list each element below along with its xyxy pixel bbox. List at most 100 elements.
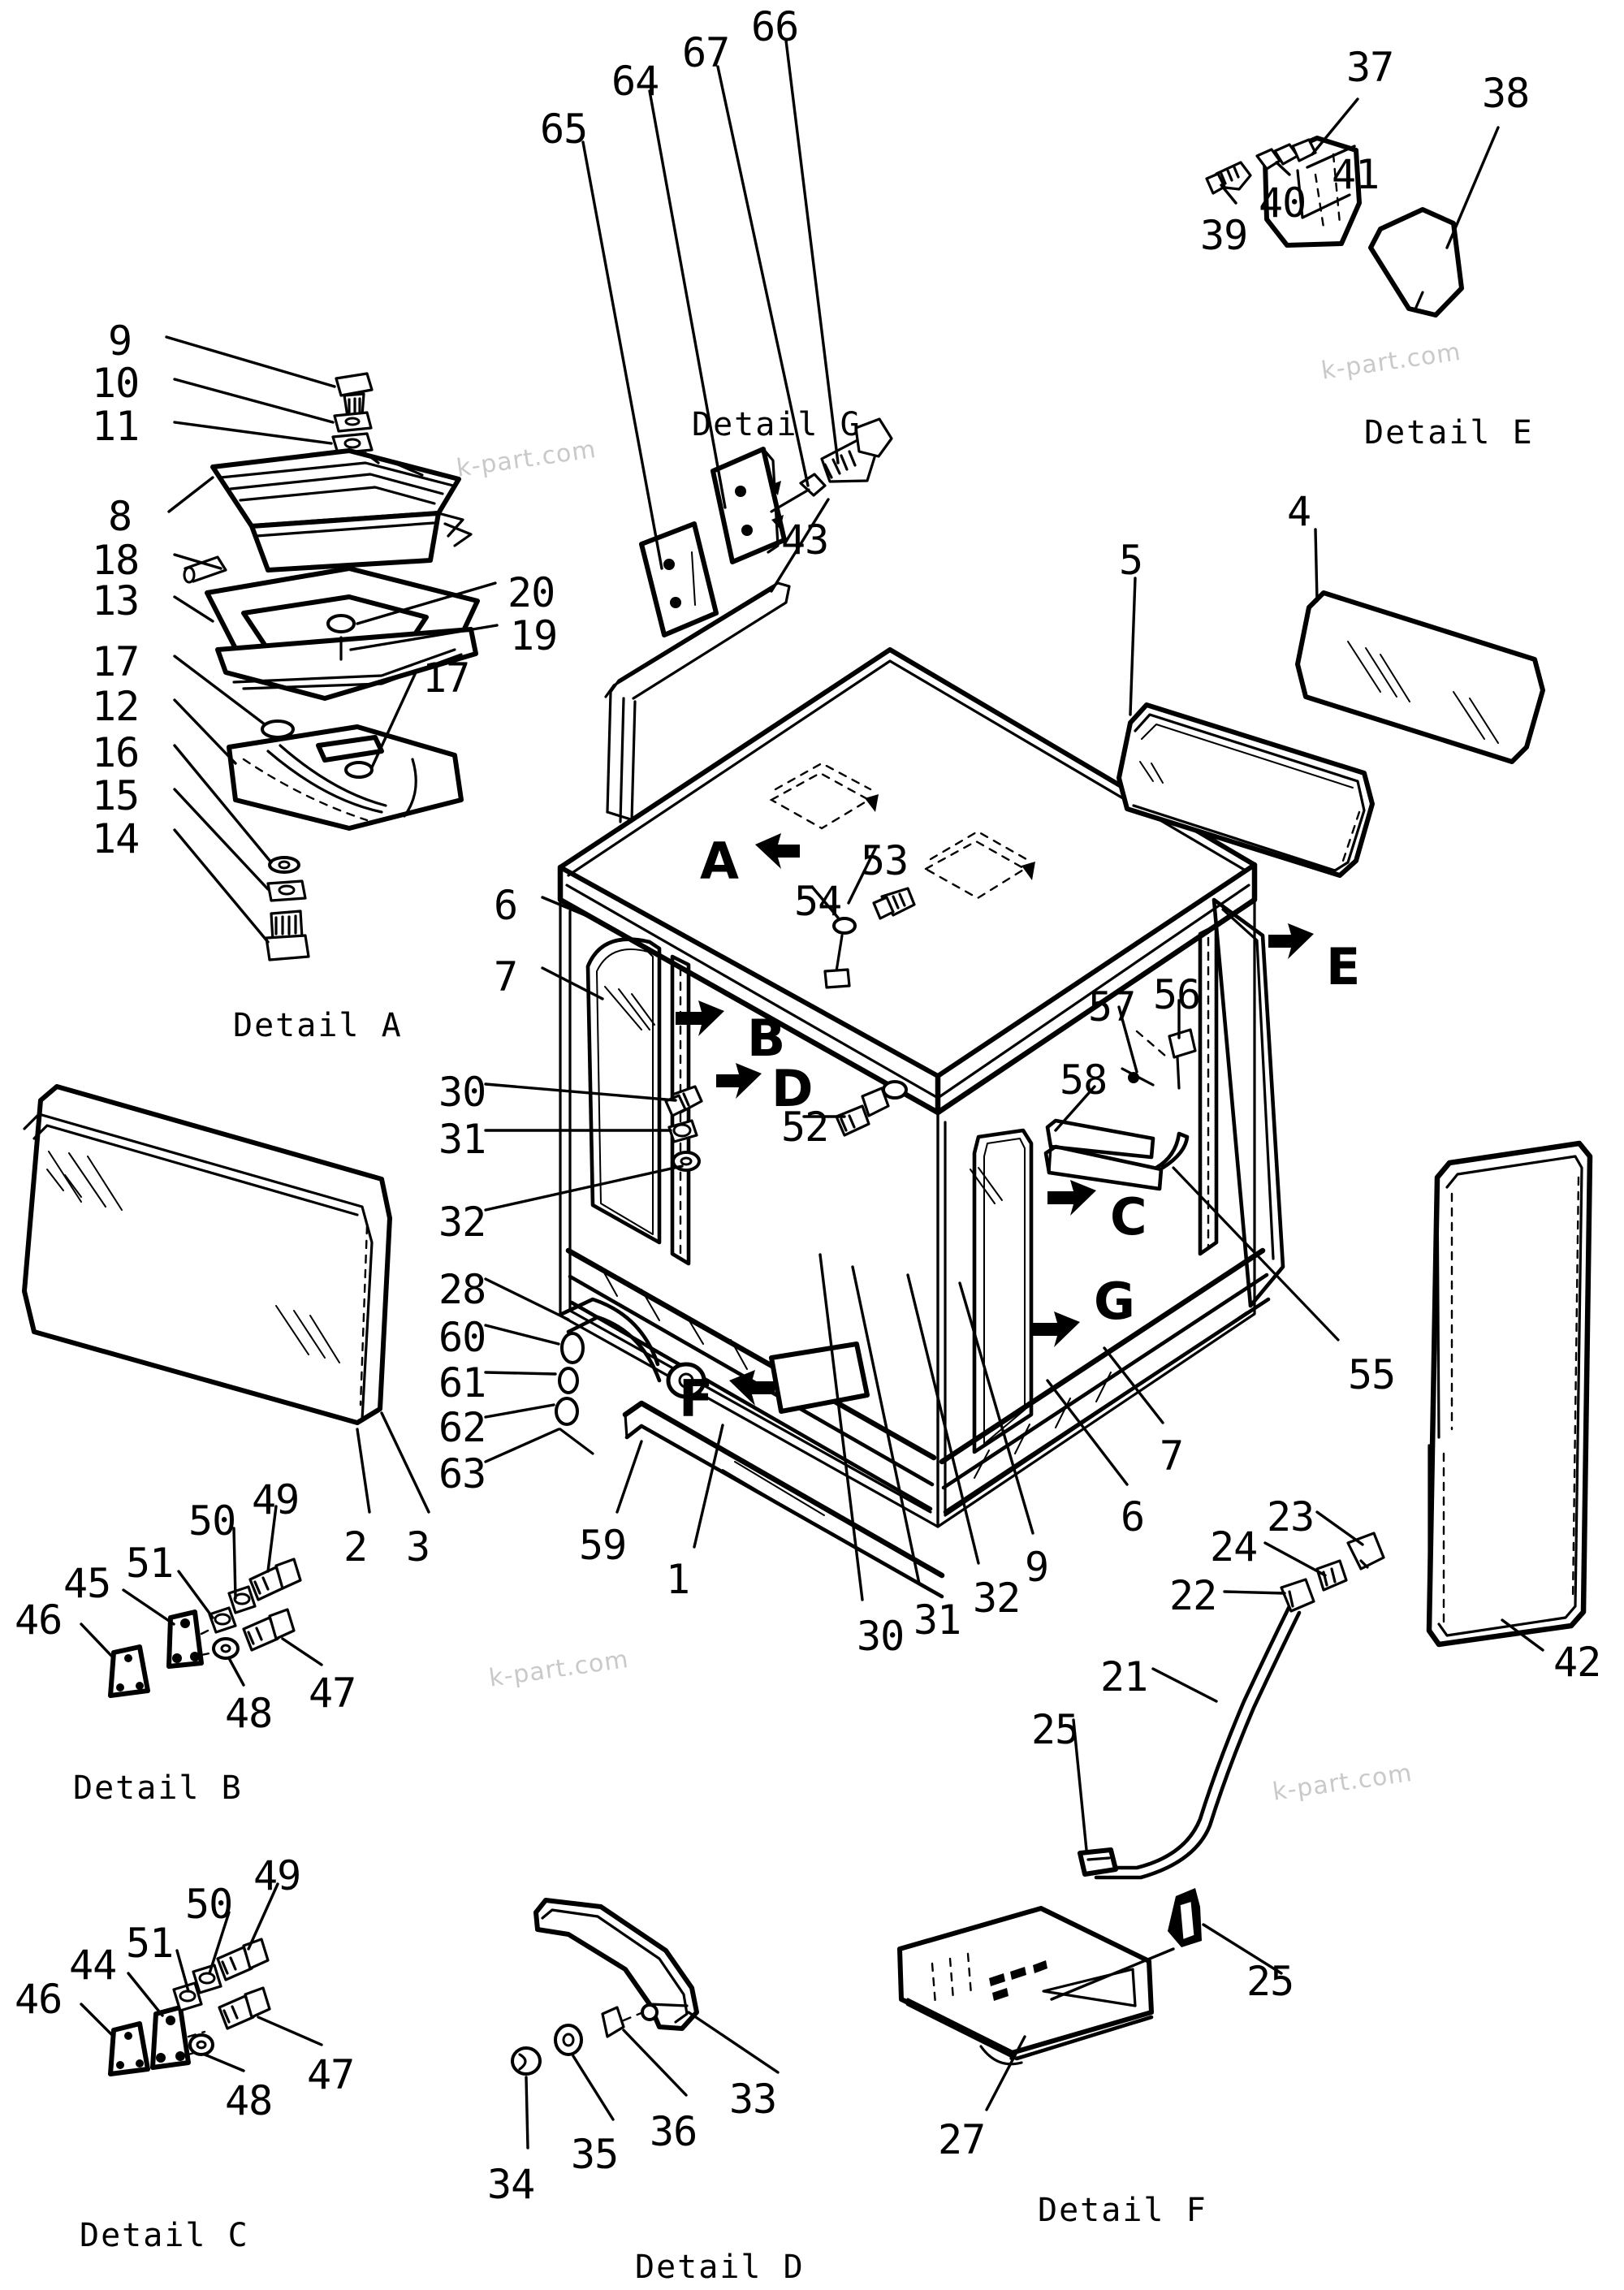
detail-label-e: Detail E xyxy=(1364,414,1534,452)
part-callout-32: 32 xyxy=(973,1575,1021,1622)
part-callout-5: 5 xyxy=(1119,537,1143,584)
part-callout-65: 65 xyxy=(540,106,588,153)
part-callout-10: 10 xyxy=(92,360,140,407)
part-callout-48: 48 xyxy=(225,1690,273,1737)
part-callout-41: 41 xyxy=(1332,151,1380,198)
detail-label-g: Detail G xyxy=(692,406,862,443)
part-callout-3: 3 xyxy=(406,1523,430,1571)
part-callout-17: 17 xyxy=(422,655,470,702)
part-callout-59: 59 xyxy=(579,1522,627,1569)
part-callout-36: 36 xyxy=(650,2108,698,2155)
part-callout-35: 35 xyxy=(571,2131,619,2178)
part-callout-7: 7 xyxy=(494,953,518,1000)
part-callout-46: 46 xyxy=(15,1597,63,1644)
part-callout-53: 53 xyxy=(861,837,909,884)
part-callout-8: 8 xyxy=(108,493,132,540)
part-callout-47: 47 xyxy=(309,1670,356,1717)
zone-marker-f: F xyxy=(679,1369,714,1428)
part-callout-61: 61 xyxy=(438,1359,486,1406)
detail-label-b: Detail B xyxy=(73,1769,243,1807)
part-callout-51: 51 xyxy=(126,1920,174,1967)
part-callout-16: 16 xyxy=(92,729,140,776)
arrow-g xyxy=(1033,1311,1080,1347)
part-callout-46: 46 xyxy=(15,1976,63,2023)
part-callout-64: 64 xyxy=(611,58,659,105)
part-callout-6: 6 xyxy=(494,882,518,929)
part-callout-44: 44 xyxy=(69,1942,117,1989)
part-callout-37: 37 xyxy=(1346,44,1394,91)
detail-label-c: Detail C xyxy=(80,2217,249,2254)
zone-marker-g: G xyxy=(1094,1272,1135,1331)
detail-b-group xyxy=(80,1505,323,1698)
part-callout-67: 67 xyxy=(682,29,730,76)
part-callout-12: 12 xyxy=(92,683,140,730)
part-callout-25: 25 xyxy=(1031,1706,1079,1753)
detail-e-group xyxy=(1205,97,1500,318)
part-callout-52: 52 xyxy=(781,1104,829,1151)
part-callout-17: 17 xyxy=(92,638,140,685)
arrow-f xyxy=(729,1370,775,1406)
part-callout-31: 31 xyxy=(914,1597,961,1644)
part-callout-39: 39 xyxy=(1200,212,1248,259)
part-callout-4: 4 xyxy=(1287,488,1311,535)
part-callout-66: 66 xyxy=(751,3,799,50)
part-callout-48: 48 xyxy=(225,2077,273,2124)
part-callout-9: 9 xyxy=(1025,1544,1049,1591)
part-callout-50: 50 xyxy=(185,1881,233,1928)
part-callout-27: 27 xyxy=(938,2116,986,2163)
part-callout-18: 18 xyxy=(92,537,140,584)
part-callout-25: 25 xyxy=(1246,1958,1294,2005)
detail-c-group xyxy=(80,1882,323,2076)
part-callout-58: 58 xyxy=(1060,1056,1108,1104)
part-callout-50: 50 xyxy=(188,1497,236,1545)
zone-marker-b: B xyxy=(747,1009,786,1068)
zone-marker-d: D xyxy=(771,1059,814,1118)
part-callout-19: 19 xyxy=(510,612,558,659)
part-callout-34: 34 xyxy=(487,2161,535,2208)
zone-marker-a: A xyxy=(700,832,739,891)
part-callout-30: 30 xyxy=(857,1613,905,1660)
part-callout-31: 31 xyxy=(438,1116,486,1163)
part-callout-42: 42 xyxy=(1553,1639,1601,1686)
part-callout-15: 15 xyxy=(92,772,140,819)
zone-marker-e: E xyxy=(1326,937,1361,996)
part-callout-60: 60 xyxy=(438,1314,486,1361)
rear-windows-group xyxy=(1116,528,1545,878)
part-callout-63: 63 xyxy=(438,1450,486,1497)
part-callout-45: 45 xyxy=(63,1560,111,1607)
detail-d-group xyxy=(511,1898,780,2150)
detail-f-group xyxy=(897,1510,1385,2111)
part-callout-28: 28 xyxy=(438,1266,486,1313)
part-callout-30: 30 xyxy=(438,1069,486,1116)
arrow-d xyxy=(716,1063,762,1099)
part-callout-47: 47 xyxy=(307,2051,355,2098)
part-callout-1: 1 xyxy=(666,1556,690,1603)
part-callout-57: 57 xyxy=(1088,983,1136,1030)
part-callout-7: 7 xyxy=(1160,1432,1184,1480)
part-callout-33: 33 xyxy=(729,2076,777,2123)
arrow-a xyxy=(755,833,800,869)
part-callout-56: 56 xyxy=(1153,971,1201,1018)
part-callout-43: 43 xyxy=(781,516,829,564)
right-door-seal-group xyxy=(1426,1140,1593,1652)
part-callout-62: 62 xyxy=(438,1404,486,1451)
part-callout-54: 54 xyxy=(794,878,842,925)
part-callout-24: 24 xyxy=(1210,1523,1258,1571)
part-callout-49: 49 xyxy=(252,1476,300,1523)
detail-a-group xyxy=(165,335,499,961)
part-callout-55: 55 xyxy=(1348,1351,1396,1398)
arrow-c xyxy=(1047,1180,1096,1216)
part-callout-49: 49 xyxy=(253,1852,301,1899)
detail-label-f: Detail F xyxy=(1038,2192,1207,2229)
part-callout-32: 32 xyxy=(438,1199,486,1246)
left-window-group xyxy=(22,1084,430,1514)
zone-marker-c: C xyxy=(1110,1187,1147,1247)
part-callout-22: 22 xyxy=(1169,1572,1217,1619)
part-callout-23: 23 xyxy=(1267,1493,1315,1540)
detail-label-a: Detail A xyxy=(233,1007,403,1044)
part-callout-11: 11 xyxy=(92,403,140,450)
part-callout-40: 40 xyxy=(1259,179,1307,227)
